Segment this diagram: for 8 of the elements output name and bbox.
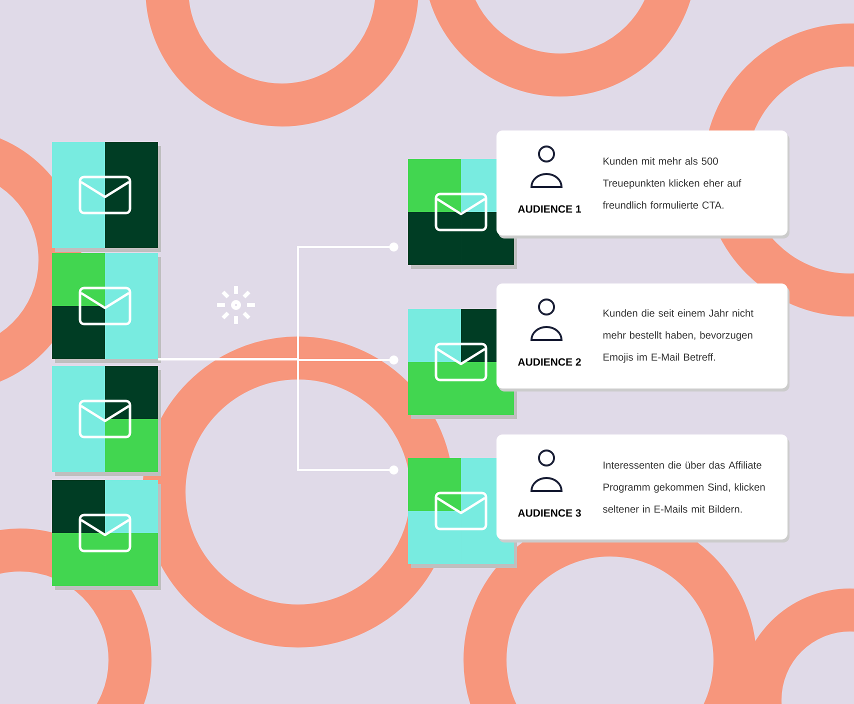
email-tile [52,366,161,476]
email-tile [52,480,161,590]
email-tile [52,142,161,252]
audience-card: AUDIENCE 3 Interessenten die über das Affiliate Programm gekommen Sind, klicken seltener in E-Mails mit Bildern. [496,434,790,542]
audience-card: AUDIENCE 1 Kunden mit mehr als 500 Treuepunkten klicken eher auf freundlich formulierte CTA. [496,130,790,238]
email-tile [52,253,161,363]
audience-card: AUDIENCE 2 Kunden die seit einem Jahr nicht mehr bestellt haben, bevorzugen Emojis im E-Mail Betreff. [496,284,790,392]
connector-line [158,358,398,474]
